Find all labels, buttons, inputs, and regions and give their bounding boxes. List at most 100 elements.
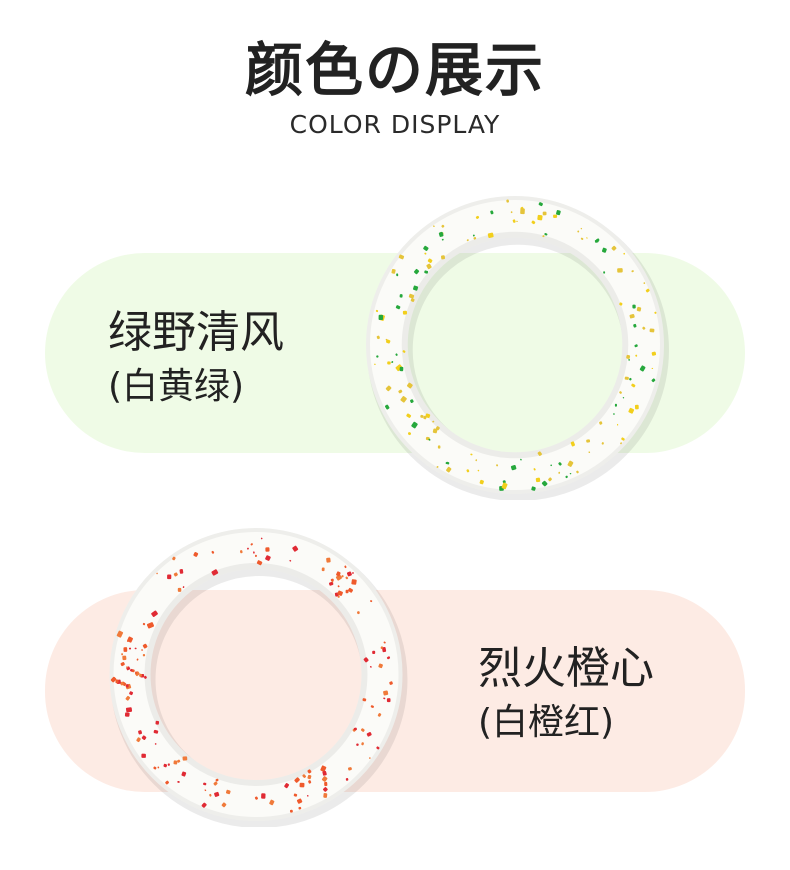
foam-speckle [629,377,632,381]
foam-speckle [649,328,655,333]
foam-speckle [201,802,207,808]
foam-speckle [395,305,401,310]
foam-speckle [510,465,517,471]
foam-speckle [432,428,438,434]
foam-speckle [651,367,654,370]
foam-speckle [433,225,435,228]
foam-speckle [380,646,384,650]
foam-speckle [542,211,547,216]
foam-speckle [142,622,146,626]
foam-speckle [558,471,561,474]
foam-speckle [413,285,419,291]
foam-speckle [143,675,147,679]
foam-speckle [438,231,444,237]
foam-speckle [544,233,548,236]
foam-speckle [322,787,328,792]
foam-speckle [209,793,212,797]
foam-speckle [623,252,626,255]
foam-speckle [619,391,622,394]
foam-speckle [408,293,415,299]
foam-speckle [356,743,359,746]
foam-speckle [298,806,302,810]
foam-speckle [423,415,427,420]
foam-speckle [520,208,525,215]
product-color-description: (白黄绿) [108,366,245,407]
foam-speckle [399,294,403,298]
foam-speckle [383,690,389,696]
foam-speckle [643,282,646,285]
foam-speckle [157,766,160,769]
foam-speckle [406,413,412,418]
foam-speckle [385,385,392,392]
foam-speckle [651,351,657,356]
foam-speckle [395,364,403,372]
foam-speckle [165,780,170,785]
foam-speckle [389,681,393,685]
foam-speckle [396,273,399,277]
foam-speckle [321,776,328,782]
foam-speckle [247,547,249,550]
foam-speckle [601,247,607,253]
foam-speckle [611,245,617,251]
foam-speckle [502,480,506,484]
foam-speckle [376,355,379,358]
foam-speckle [353,727,357,731]
foam-speckle [411,421,418,429]
foam-speckle [214,791,220,797]
foam-speckle [599,421,603,425]
foam-speckle [307,774,312,780]
foam-speckle [383,641,386,644]
foam-speckle [477,469,480,472]
foam-speckle [136,737,141,743]
foam-speckle [139,673,143,677]
foam-speckle [142,643,148,649]
foam-speckle [284,783,290,789]
foam-speckle [154,743,157,745]
foam-speckle [122,655,127,661]
foam-speckle [378,314,384,321]
foam-speckle [596,238,600,242]
foam-speckle [376,335,380,340]
foam-speckle [330,578,334,582]
foam-speckle [307,769,312,774]
foam-speckle [413,268,420,275]
foam-speckle [361,742,364,746]
foam-speckle [167,574,172,580]
foam-speckle [553,214,558,218]
foam-speckle [428,438,431,441]
foam-speckle [516,220,518,223]
foam-speckle [399,366,404,372]
foam-speckle [125,684,129,688]
foam-speckle [496,464,499,467]
foam-speckle [203,782,207,786]
page-title: 颜色の展示 [244,36,545,104]
foam-speckle [629,313,635,319]
foam-speckle [565,475,568,479]
foam-speckle [138,730,143,735]
foam-speckle [613,413,615,415]
foam-speckle [386,698,391,703]
foam-speckle [177,759,181,763]
foam-speckle [182,756,188,761]
foam-speckle [617,268,623,273]
foam-speckle [265,547,270,552]
foam-speckle [378,663,383,669]
foam-speckle [466,239,469,242]
foam-speckle [121,653,124,656]
foam-speckle [441,238,444,241]
foam-speckle [341,575,344,578]
orange-ring-toy-image [109,528,408,827]
foam-speckle [506,199,509,203]
foam-speckle [370,705,374,708]
foam-speckle [424,252,427,255]
foam-speckle [344,565,347,569]
foam-speckle [550,464,552,467]
foam-speckle [382,646,387,653]
foam-speckle [385,339,391,344]
foam-speckle [537,214,543,221]
foam-speckle [163,763,168,768]
foam-speckle [626,354,631,359]
foam-speckle [466,469,470,473]
foam-speckle [204,789,207,792]
foam-speckle [639,365,646,372]
